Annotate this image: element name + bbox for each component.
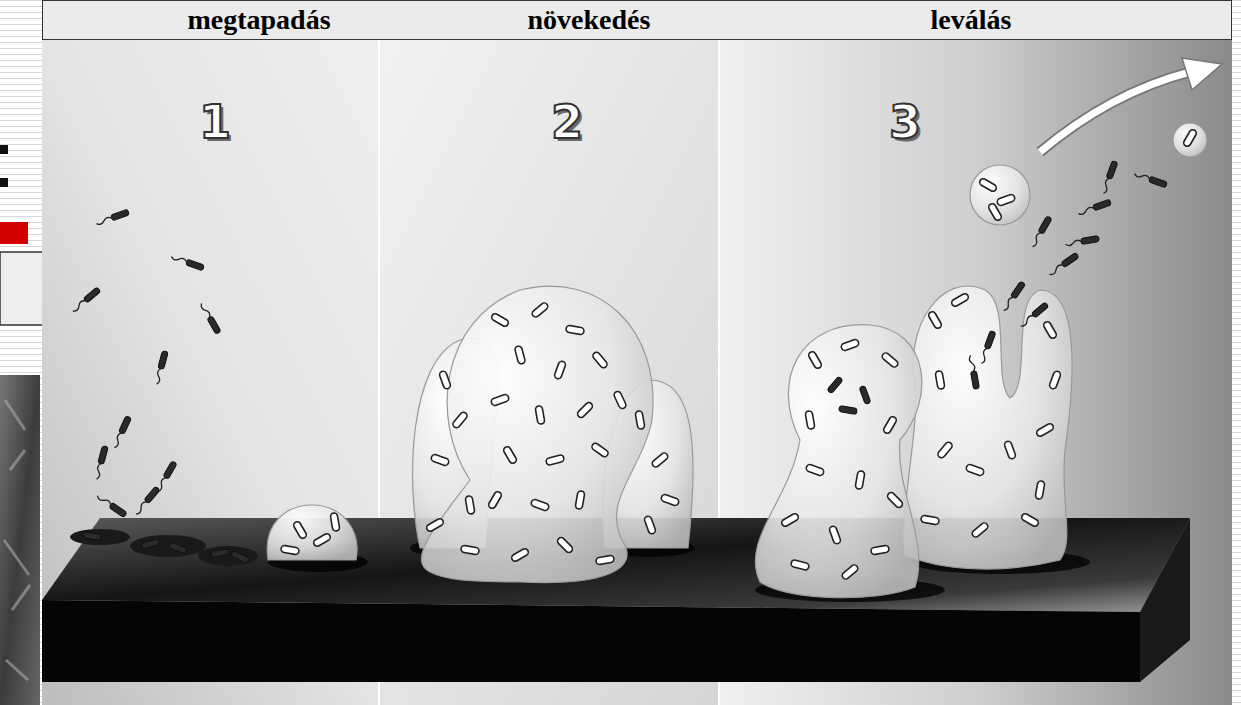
- stage-number: 2: [551, 99, 583, 145]
- stage-title: megtapadás: [187, 6, 330, 34]
- header-bar: megtapadás növekedés leválás: [42, 0, 1232, 40]
- stage-title: növekedés: [528, 6, 651, 34]
- biofilm-growth: [413, 286, 694, 582]
- photo-fragment: [0, 375, 40, 705]
- red-bar: [0, 222, 28, 244]
- attached-colony: [70, 505, 357, 566]
- margin-mark: [0, 145, 8, 154]
- stage-number: 3: [889, 99, 921, 145]
- stage-title: leválás: [931, 6, 1012, 34]
- biofilm-dispersal: [755, 58, 1222, 598]
- stage-number: 1: [199, 99, 231, 145]
- bacterium: [71, 128, 1198, 580]
- margin-mark: [0, 178, 8, 187]
